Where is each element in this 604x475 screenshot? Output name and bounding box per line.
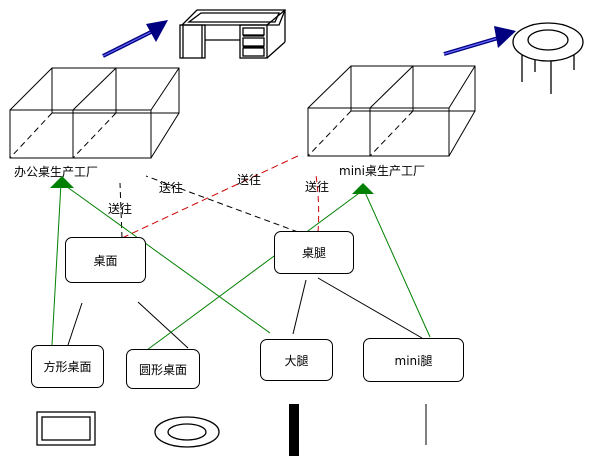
office-arrowhead (50, 176, 74, 188)
office-desk-icon (179, 9, 286, 59)
send-line-leg-to-mini (315, 174, 320, 233)
mini-arrowhead (352, 183, 374, 194)
office-output-arrow (102, 20, 168, 58)
desk-leg-node: 桌腿 (274, 231, 354, 274)
round-top-icon (154, 416, 220, 448)
round-top-node: 圆形桌面 (126, 349, 200, 389)
line-leg-mini (317, 277, 423, 339)
mini-output-arrow (443, 26, 516, 56)
green-big-to-office (62, 183, 271, 334)
line-desktop-square (67, 302, 83, 346)
desk-leg-node-label: 桌腿 (301, 246, 326, 260)
send-label-mini-right: 送往 (305, 180, 330, 194)
office-factory-box (9, 67, 180, 159)
big-leg-node: 大腿 (260, 339, 333, 381)
send-lines (119, 154, 320, 239)
mini-leg-node: mini腿 (363, 338, 464, 382)
desktop-node: 桌面 (65, 237, 146, 283)
square-top-node-label: 方形桌面 (43, 360, 92, 374)
square-top-icon (36, 411, 96, 446)
mini-round-table-icon (512, 22, 584, 94)
big-leg-icon (289, 404, 299, 456)
green-flow-lines (51, 182, 431, 351)
green-mini-to-mini (363, 189, 431, 338)
send-line-leg-to-office (145, 175, 299, 233)
mini-leg-node-label: mini腿 (394, 353, 433, 368)
line-leg-big (292, 279, 307, 335)
send-line-desktop-to-office (119, 182, 123, 239)
line-desktop-round (137, 301, 189, 349)
big-leg-node-label: 大腿 (284, 353, 309, 368)
send-label-desktop: 送往 (108, 202, 133, 216)
office-factory-label: 办公桌生产工厂 (14, 165, 99, 179)
part-lines (67, 277, 423, 349)
send-label-office-top: 送往 (159, 181, 184, 195)
desktop-node-label: 桌面 (93, 253, 118, 268)
green-round-to-mini (146, 190, 363, 351)
mini-factory-box (307, 65, 476, 157)
mini-factory-label: mini桌生产工厂 (339, 164, 425, 178)
green-square-to-office (51, 182, 62, 346)
send-line-desktop-to-mini (121, 154, 301, 239)
square-top-node: 方形桌面 (31, 345, 104, 388)
send-label-mini-mid: 送往 (237, 173, 262, 187)
round-top-node-label: 圆形桌面 (138, 362, 187, 377)
